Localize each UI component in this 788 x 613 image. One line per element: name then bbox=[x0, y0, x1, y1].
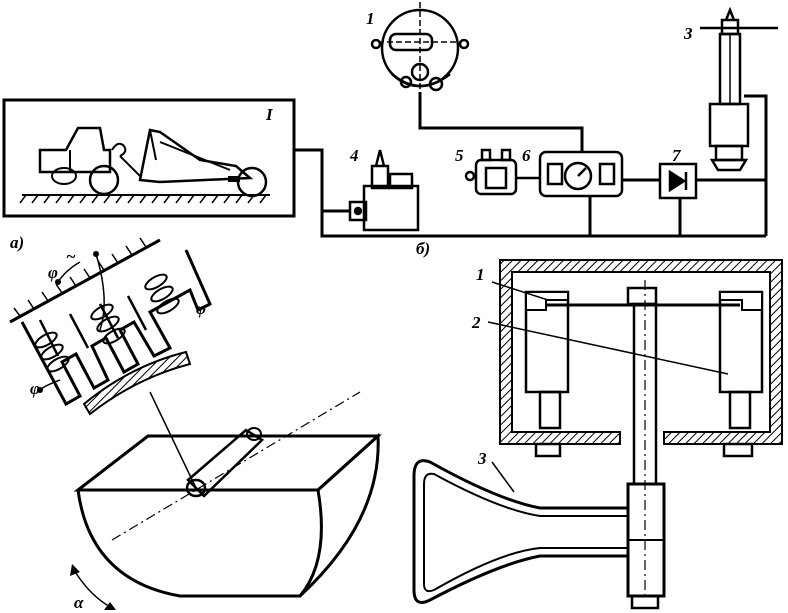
label-a: a) bbox=[10, 233, 24, 252]
electromagnet-assembly bbox=[9, 237, 212, 416]
label-3-top: 3 bbox=[683, 24, 693, 43]
scraper-machine-block bbox=[2, 98, 296, 218]
label-2-bottom: 2 bbox=[471, 313, 481, 332]
wiring-lines bbox=[294, 92, 768, 238]
unit-4-sensor bbox=[348, 149, 420, 232]
sensor-housing bbox=[412, 259, 783, 610]
label-phi-right: φ bbox=[196, 299, 206, 318]
label-6: 6 bbox=[522, 146, 531, 165]
unit-1-gauge bbox=[370, 2, 470, 96]
label-1-bottom: 1 bbox=[476, 265, 485, 284]
label-b: б) bbox=[416, 239, 430, 258]
label-3-bottom: 3 bbox=[477, 449, 487, 468]
bucket-body bbox=[70, 391, 382, 610]
label-phi-left: φ bbox=[30, 379, 40, 398]
label-I: I bbox=[265, 105, 274, 124]
label-tilde: ~ bbox=[66, 247, 76, 266]
label-5: 5 bbox=[455, 146, 464, 165]
label-phi-top: φ bbox=[48, 263, 58, 282]
label-7: 7 bbox=[672, 146, 682, 165]
label-4: 4 bbox=[349, 146, 359, 165]
label-alpha: α bbox=[74, 593, 84, 612]
unit-3-actuator bbox=[700, 6, 778, 172]
unit-5-relay bbox=[464, 148, 540, 196]
label-1-top: 1 bbox=[366, 9, 375, 28]
unit-7-rectifier bbox=[658, 162, 698, 200]
unit-6-meter bbox=[538, 150, 624, 198]
